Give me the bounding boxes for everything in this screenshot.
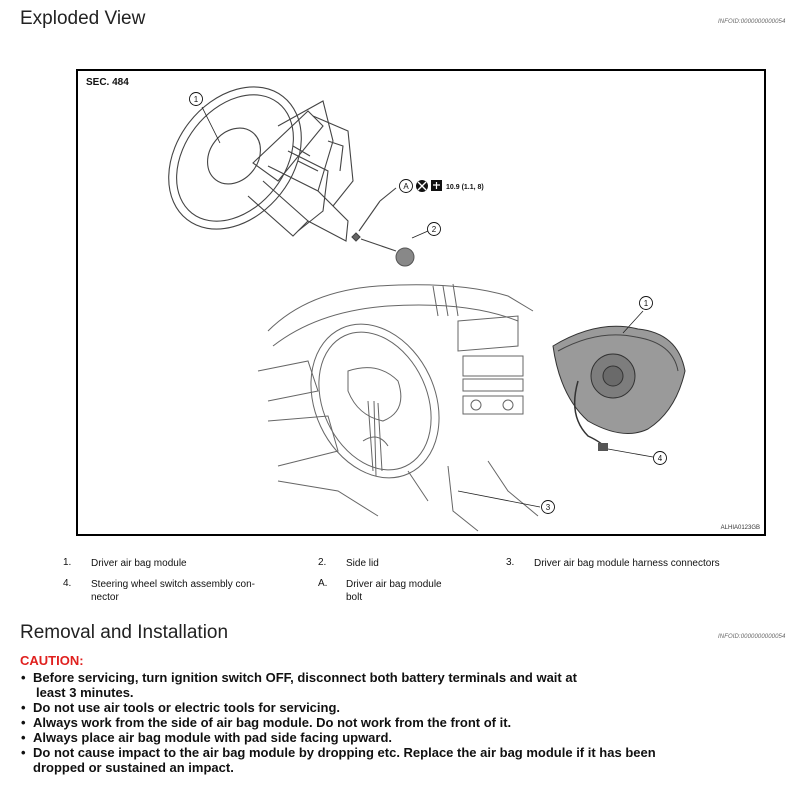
exploded-diagram: 1 2 A 1 4 3 10.9 (1.1, 8)	[168, 86, 686, 532]
callout-2-circle	[427, 222, 441, 236]
section-title-exploded-view: Exploded View	[20, 8, 146, 29]
exploded-view-figure: SEC. 484	[76, 69, 766, 536]
callout-1-circle	[189, 92, 203, 106]
section-title-removal: Removal and Installation	[20, 622, 229, 643]
callout-4-circle	[653, 451, 667, 465]
caution-item: Do not use air tools or electric tools f…	[20, 700, 800, 715]
info-id: INFOID:0000000000054	[718, 634, 786, 640]
legend-num: 3.	[506, 557, 515, 568]
connector-icon	[598, 443, 608, 451]
section-label: SEC. 484	[86, 77, 129, 88]
caution-item: Before servicing, turn ignition switch O…	[20, 670, 800, 700]
steering-wheel-rim	[168, 86, 302, 230]
callout-a-circle	[399, 179, 413, 193]
caution-item: Always place air bag module with pad sid…	[20, 730, 800, 745]
callout-1-label: 1	[194, 95, 199, 104]
legend-item-4: Steering wheel switch assembly con- nect…	[91, 579, 255, 603]
callout-4-label: 4	[658, 454, 663, 463]
steering-hub	[207, 127, 261, 185]
lower-steering-wheel	[310, 323, 440, 479]
legend-num: A.	[318, 578, 328, 589]
info-id: INFOID:0000000000054	[718, 19, 786, 25]
legend-item-2: Side lid	[346, 558, 379, 569]
figure-code: ALHIA0123GB	[720, 525, 760, 531]
callout-a-label: A	[403, 182, 409, 191]
callout-1b-label: 1	[644, 299, 649, 308]
bolt-icon	[351, 232, 361, 242]
callout-1b-circle	[639, 296, 653, 310]
torque-value: 10.9 (1.1, 8)	[446, 184, 484, 191]
caution-heading: CAUTION:	[20, 653, 84, 668]
caution-list: Before servicing, turn ignition switch O…	[20, 670, 800, 775]
legend-item-3: Driver air bag module harness connectors	[534, 558, 720, 569]
legend-item-a: Driver air bag module bolt	[346, 579, 442, 603]
callout-3-label: 3	[546, 503, 551, 512]
legend-item-1: Driver air bag module	[91, 558, 187, 569]
caution-item: Always work from the side of air bag mod…	[20, 715, 800, 730]
legend-num: 2.	[318, 557, 327, 568]
side-lid-part	[395, 247, 415, 267]
legend-num: 4.	[63, 578, 72, 589]
callout-2-label: 2	[432, 225, 437, 234]
callout-3-circle	[541, 500, 555, 514]
legend-num: 1.	[63, 557, 72, 568]
caution-item: Do not cause impact to the air bag modul…	[20, 745, 800, 775]
